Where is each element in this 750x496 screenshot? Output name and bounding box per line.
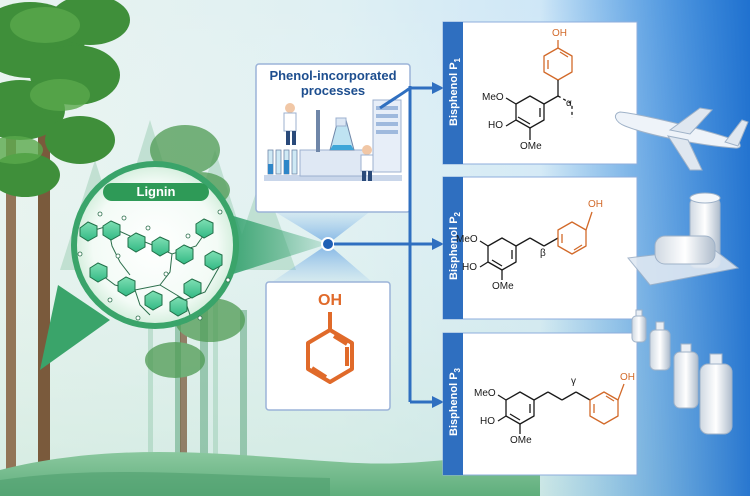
arrow-heads (432, 82, 444, 408)
p2-oh-label: OH (588, 199, 603, 210)
p3-meo-label: MeO (474, 388, 496, 399)
p3-linker-label: γ (571, 376, 576, 387)
phenol-ring (306, 312, 354, 384)
phenol-beam (272, 244, 372, 282)
phenol-card (265, 281, 391, 411)
product-label-3: Bisphenol P3 (448, 367, 463, 436)
product-card-3 (442, 332, 638, 476)
p2-ome-label: OMe (492, 281, 514, 292)
p2-ho-label: HO (462, 262, 477, 273)
p1-linker-label: α (566, 98, 572, 109)
lab-illustration (264, 99, 402, 181)
process-arrow (379, 86, 411, 110)
p2-meo-label: MeO (456, 234, 478, 245)
p3-ome-label: OMe (510, 435, 532, 446)
p1-oh-label: OH (552, 28, 567, 39)
process-beam (272, 210, 372, 244)
bottles-icon (631, 309, 733, 435)
junction-node (321, 237, 335, 251)
structure-bisphenol-p3 (497, 383, 625, 434)
lignin-callout-tail (40, 285, 110, 370)
process-title: Phenol-incorporated processes (258, 68, 408, 98)
p3-ho-label: HO (480, 416, 495, 427)
structure-bisphenol-p1 (505, 40, 573, 140)
flow-arrows (334, 86, 435, 404)
lignin-beam (230, 215, 328, 275)
structure-bisphenol-p2 (479, 211, 593, 280)
pine-tree-left (0, 0, 130, 480)
film-roll-icon (627, 192, 740, 286)
product-card-1 (442, 21, 638, 165)
product-label-2: Bisphenol P2 (448, 211, 463, 280)
p1-meo-label: MeO (482, 92, 504, 103)
product-card-2 (442, 176, 638, 320)
lignin-structure (77, 209, 231, 321)
process-title-line2: processes (300, 83, 366, 98)
product-label-1: Bisphenol P1 (448, 57, 463, 126)
p1-ome-label: OMe (520, 141, 542, 152)
phenol-oh-label: OH (318, 292, 342, 309)
process-card (255, 63, 411, 213)
p3-oh-label: OH (620, 372, 635, 383)
airplane-icon (614, 107, 749, 171)
lignin-label: Lignin (136, 184, 176, 199)
lignin-label-pill (103, 183, 209, 201)
process-title-line1: Phenol-incorporated (269, 68, 397, 83)
p2-linker-label: β (540, 248, 546, 259)
p1-ho-label: HO (488, 120, 503, 131)
